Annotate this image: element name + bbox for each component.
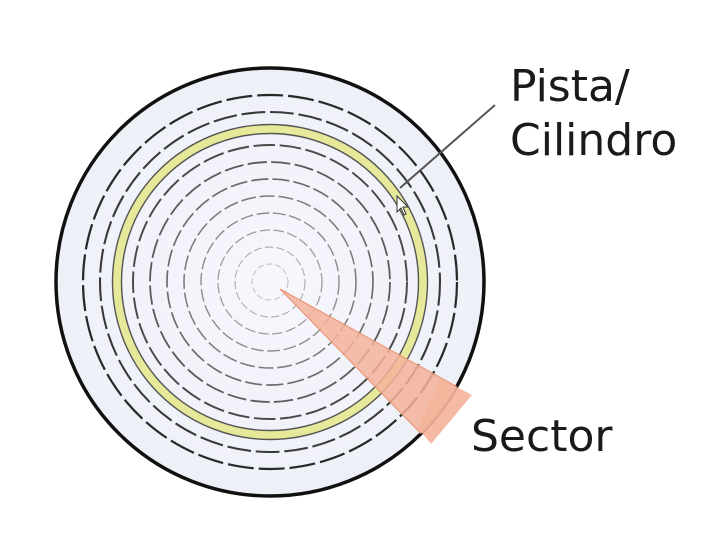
track-ring: [251, 263, 289, 301]
track-ring: [149, 161, 391, 403]
track-label-line2: Cilindro: [510, 115, 678, 166]
track-ring: [183, 195, 357, 369]
track-ring: [234, 246, 306, 318]
track-ring: [98, 110, 442, 454]
track-cylinder-label: Pista/ Cilindro: [510, 60, 677, 168]
track-ring: [166, 178, 374, 386]
track-ring: [200, 212, 340, 352]
track-rings: [81, 93, 459, 471]
mouse-cursor-icon: [396, 194, 410, 216]
sector-wedge-outer: [418, 379, 472, 444]
track-leader-line: [399, 104, 496, 189]
track-ring: [81, 93, 459, 471]
track-label-line1: Pista/: [510, 61, 630, 112]
highlighted-track: [111, 123, 429, 441]
track-ring: [132, 144, 408, 420]
track-ring: [217, 229, 323, 335]
sector-label: Sector: [471, 411, 613, 462]
